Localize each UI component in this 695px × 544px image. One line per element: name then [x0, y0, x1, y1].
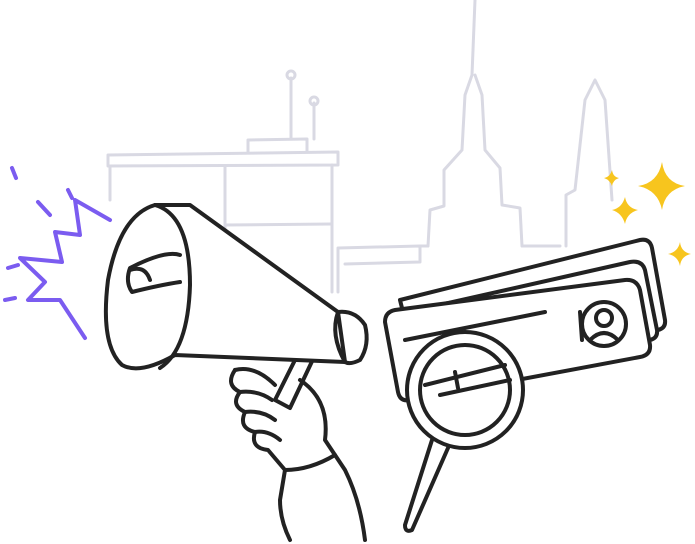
magnifier-icon [403, 330, 525, 533]
sparkles [604, 162, 691, 266]
sound-burst [3, 166, 112, 340]
hand-icon [229, 367, 367, 542]
megaphone-icon [103, 203, 369, 410]
city-skyline [106, 0, 614, 294]
